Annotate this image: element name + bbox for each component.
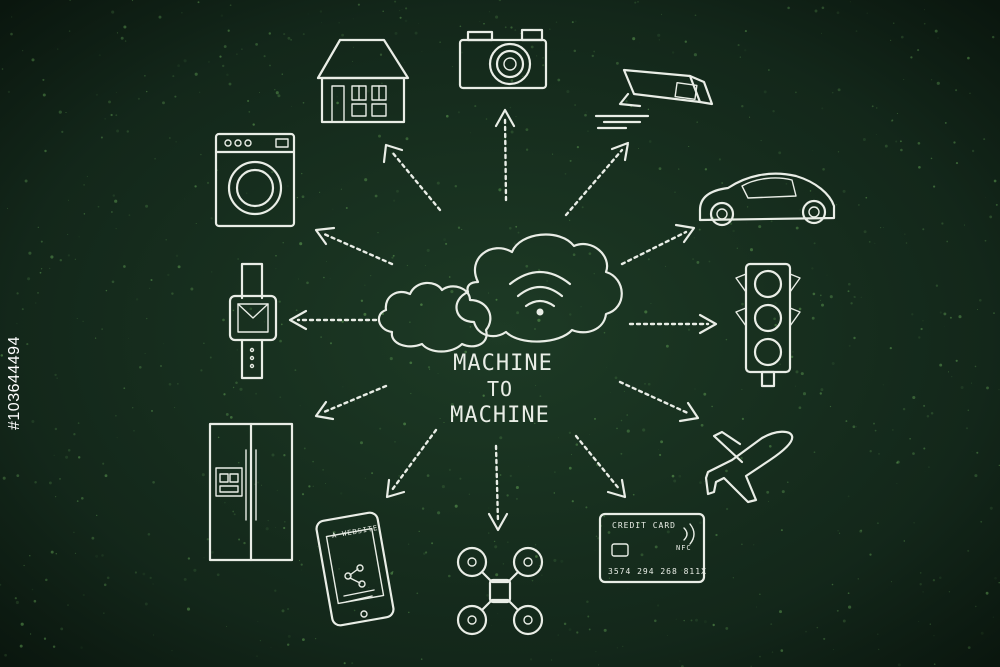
arrow-camera [494,108,516,202]
card-number: 3574 294 268 811X [608,567,707,576]
drone-icon [456,546,544,636]
arrow-refrigerator [314,384,388,421]
refrigerator-icon [208,422,294,562]
airplane-icon [704,430,794,504]
arrow-airplane [618,380,700,423]
house-icon [316,38,410,124]
car-icon [698,172,836,227]
arrow-traffic-light [628,313,718,335]
washing-machine-icon [214,132,296,228]
cloud-wifi-icon [377,233,623,353]
card-nfc-label: NFC [676,544,692,552]
camera-icon [458,28,548,90]
page-title: MACHINE TO MACHINE [450,351,553,428]
arrow-house [382,143,442,212]
arrow-washing-machine [314,226,394,266]
smartwatch-icon [228,262,278,380]
arrow-drone [487,444,509,532]
card-title: CREDIT CARD [612,521,676,530]
arrow-security-camera [564,141,630,217]
arrow-smartwatch [288,309,378,331]
credit-card-icon: CREDIT CARD NFC 3574 294 268 811X [598,512,707,584]
security-camera-icon [594,68,714,130]
arrow-car [620,223,696,266]
traffic-light-icon [735,262,801,388]
title-line-3: MACHINE [450,403,550,428]
title-line-2: TO [487,377,513,401]
title-line-1: MACHINE [453,351,553,376]
arrow-credit-card [574,434,627,499]
stock-id-label: #103644494 [6,336,23,430]
arrow-smartphone [385,428,438,499]
